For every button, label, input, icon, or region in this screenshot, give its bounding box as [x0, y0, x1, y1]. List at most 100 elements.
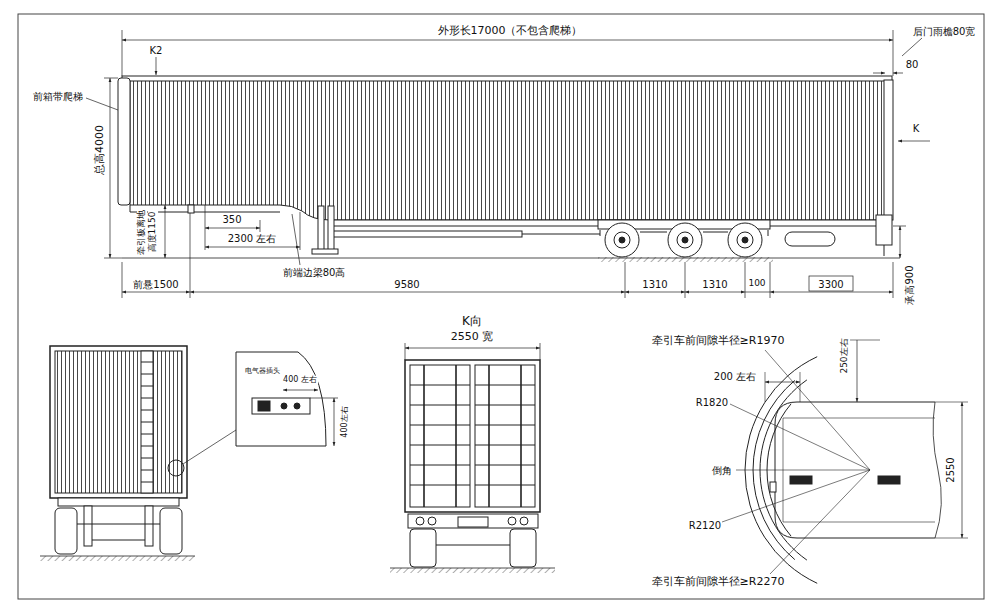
dimension-line: [205, 228, 260, 229]
wheel: [605, 223, 639, 257]
dimension-text: 3300: [817, 279, 844, 290]
wheel: [619, 237, 625, 243]
box-end: [50, 346, 187, 498]
dimension-text: 250左右: [840, 337, 850, 374]
wheel: [410, 529, 436, 567]
landing-gear: [145, 506, 153, 546]
wheel: [737, 232, 753, 248]
dimension-line: [165, 205, 166, 258]
end-view: [40, 346, 338, 561]
view-arrow: [898, 141, 930, 142]
dimension-line: [857, 340, 858, 402]
dimension-text: 承高900: [904, 264, 915, 305]
ladder-rung: [141, 362, 153, 482]
dimension-line: [770, 292, 893, 293]
wheel: [605, 223, 762, 257]
dimension-text: 200 左右: [713, 371, 757, 382]
sheet-frame: [18, 14, 984, 599]
view-arrow: [156, 57, 157, 75]
landing-foot: [312, 249, 338, 254]
dimension-line: [745, 292, 770, 293]
dimension-line: [765, 382, 800, 383]
wheel: [55, 508, 77, 554]
dimension-line: [900, 226, 901, 258]
front-ladder: [118, 78, 130, 205]
rear-bumper: [876, 215, 892, 245]
wheel: [510, 529, 536, 567]
detail-callout: [236, 352, 326, 446]
dimension-text: 2300 左右: [227, 233, 278, 244]
dimension-line: [685, 292, 745, 293]
axle: [77, 524, 160, 540]
dimension-line: [122, 292, 190, 293]
leader-line: [292, 214, 300, 265]
dimension-line: [110, 78, 111, 258]
box-body: [130, 80, 885, 220]
dimension-line: [283, 390, 318, 391]
dimension-text: 牵引车前间隙半径≥R1970: [651, 335, 786, 347]
suspension: [600, 230, 768, 236]
part-name: 前端边梁80高: [282, 267, 347, 278]
rear-bumper: [408, 514, 538, 528]
lamp: [520, 517, 528, 525]
dimension-text: 1310: [641, 279, 668, 290]
dimension-text: 80: [905, 59, 920, 70]
socket-plate: [252, 398, 310, 414]
wheel: [742, 237, 748, 243]
part-name: 前箱带爬梯: [32, 91, 84, 102]
landing-gear: [318, 206, 324, 250]
dimension-text: 400左右: [341, 405, 350, 438]
note-text: 倒角: [711, 465, 733, 476]
plan-view: [722, 340, 968, 583]
landing-gear: [84, 506, 92, 546]
door-bar: [410, 385, 535, 485]
rear-door: [884, 80, 893, 220]
plate: [458, 517, 488, 527]
door: [475, 365, 535, 507]
extension-line: [765, 372, 800, 402]
socket: [281, 403, 287, 409]
ladder: [141, 351, 153, 493]
dimension-text: 1310: [701, 279, 728, 290]
ground: [40, 556, 195, 561]
leader-line: [86, 98, 118, 110]
axle: [436, 545, 510, 546]
extension-line: [405, 343, 540, 360]
wheel: [682, 237, 688, 243]
dimension-box: [809, 276, 853, 291]
bumper-post: [884, 245, 885, 256]
leader-line: [722, 350, 870, 574]
dimension-line: [962, 402, 963, 538]
part-name: 电气器插头: [244, 368, 281, 376]
dimension-line: [893, 73, 903, 74]
dimension-line: [205, 247, 300, 248]
lamp: [508, 517, 516, 525]
dimension-text: 牵引板离地: [137, 209, 147, 256]
dimension-text: 100: [747, 279, 766, 289]
lamp: [416, 517, 424, 525]
lamp: [428, 517, 436, 525]
extension-line: [935, 402, 968, 538]
leader-line: [902, 38, 922, 56]
lower-beam: [332, 231, 522, 237]
wheel: [677, 232, 693, 248]
kingpin: [770, 482, 776, 492]
dimension-line: [190, 292, 625, 293]
chassis: [58, 498, 179, 506]
ground: [390, 568, 555, 573]
detail-mark: [168, 460, 184, 476]
ground-line: [122, 258, 900, 259]
marker: [878, 476, 900, 484]
dimension-line: [625, 292, 685, 293]
extension-line: [122, 213, 893, 298]
rear-view: [390, 343, 555, 573]
dimension-line: [334, 398, 335, 446]
lower-rail: [130, 205, 600, 234]
box-rear: [405, 360, 540, 512]
extension-line: [893, 226, 906, 227]
dimension-line: [405, 348, 540, 349]
extension-line: [205, 205, 300, 250]
dimension-text: 400 左右: [282, 376, 318, 385]
